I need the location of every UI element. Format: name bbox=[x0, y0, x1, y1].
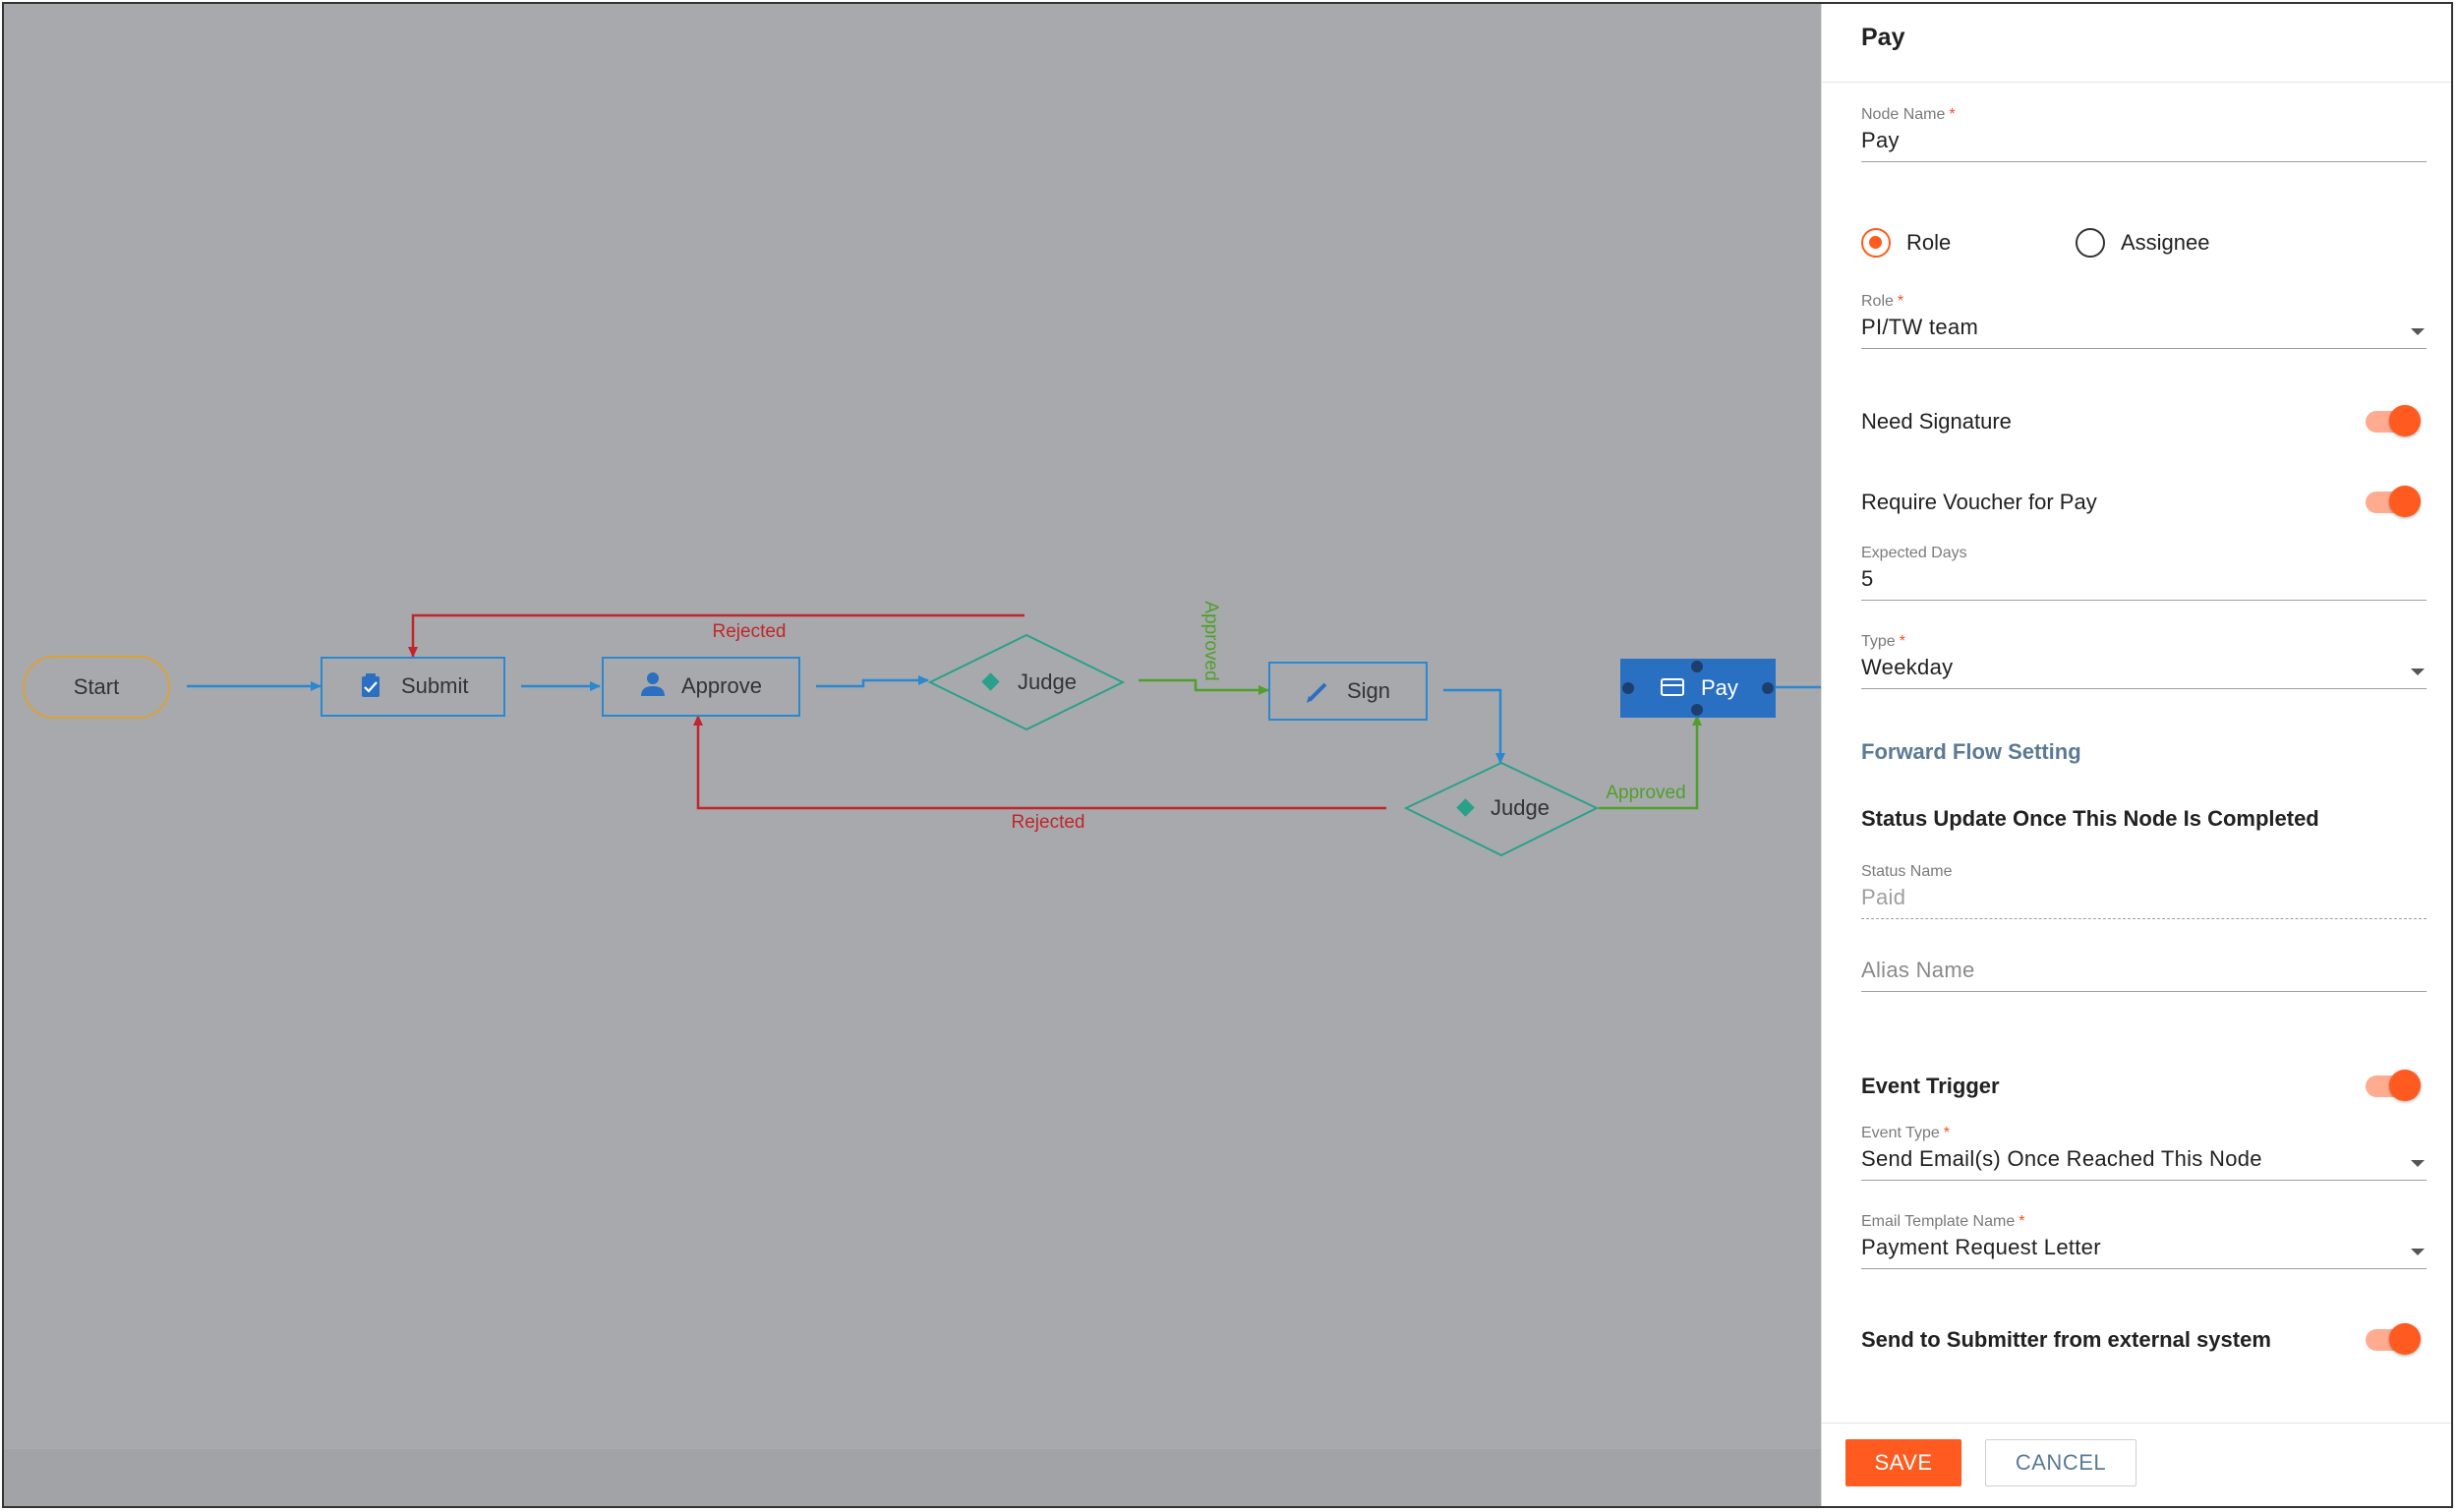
canvas-bottom-bar bbox=[4, 1449, 1821, 1506]
cancel-button[interactable]: CANCEL bbox=[1985, 1439, 2136, 1486]
send-to-submitter-label: Send to Submitter from external system bbox=[1861, 1327, 2271, 1352]
status-name-input: Paid bbox=[1861, 881, 2427, 919]
radio-role-indicator[interactable] bbox=[1861, 228, 1891, 258]
expected-days-input[interactable]: 5 bbox=[1861, 562, 2427, 601]
assign-mode-radio-group: Role Assignee bbox=[1861, 228, 2427, 267]
type-select[interactable]: Type* Weekday bbox=[1861, 633, 2427, 689]
event-type-value[interactable]: Send Email(s) Once Reached This Node bbox=[1861, 1142, 2427, 1181]
connection-handle-top[interactable] bbox=[1691, 661, 1703, 672]
email-template-value[interactable]: Payment Request Letter bbox=[1861, 1231, 2427, 1269]
connection-handle-bottom[interactable] bbox=[1691, 704, 1703, 716]
diamond-icon bbox=[981, 672, 1000, 691]
panel-title: Pay bbox=[1861, 24, 1905, 51]
connection-handle-right[interactable] bbox=[1762, 682, 1774, 694]
event-trigger-label: Event Trigger bbox=[1861, 1074, 2000, 1098]
edge-label-approved-pay: Approved bbox=[1606, 783, 1685, 803]
event-type-label: Event Type* bbox=[1861, 1125, 1950, 1141]
chevron-down-icon[interactable] bbox=[2411, 1249, 2425, 1255]
radio-assignee-indicator[interactable] bbox=[2076, 228, 2105, 258]
expected-days-label: Expected Days bbox=[1861, 545, 1967, 561]
send-to-submitter-toggle[interactable] bbox=[2366, 1323, 2421, 1355]
node-judge-2[interactable]: Judge bbox=[1403, 761, 1600, 857]
edge-label-approved-vertical: Approved bbox=[1200, 601, 1221, 680]
alias-name-input[interactable]: Alias Name bbox=[1861, 954, 2427, 992]
event-trigger-toggle[interactable] bbox=[2366, 1070, 2421, 1101]
edge-judge2-approve-rejected bbox=[693, 715, 1386, 810]
edge-judge2-pay-approved bbox=[1599, 715, 1702, 810]
node-settings-panel: Pay Node Name* Pay Role Assignee Role* P… bbox=[1821, 4, 2451, 1506]
node-approve-label: Approve bbox=[681, 673, 762, 698]
edge-judge-submit-rejected bbox=[408, 613, 1024, 658]
email-template-label: Email Template Name* bbox=[1861, 1213, 2025, 1230]
flow-edges bbox=[187, 613, 1821, 810]
status-name-field: Status Name Paid bbox=[1861, 863, 2427, 919]
require-voucher-label: Require Voucher for Pay bbox=[1861, 490, 2097, 514]
node-pay-label: Pay bbox=[1701, 675, 1738, 700]
chevron-down-icon[interactable] bbox=[2411, 1160, 2425, 1167]
status-name-label: Status Name bbox=[1861, 863, 1953, 880]
role-select[interactable]: Role* PI/TW team bbox=[1861, 293, 2427, 349]
edge-label-rejected-top: Rejected bbox=[713, 621, 787, 642]
node-name-input[interactable]: Pay bbox=[1861, 124, 2427, 162]
edge-sign-judge2 bbox=[1443, 688, 1505, 764]
credit-card-icon bbox=[1661, 678, 1684, 696]
node-name-field[interactable]: Node Name* Pay bbox=[1861, 106, 2427, 162]
node-sign-label: Sign bbox=[1347, 678, 1390, 703]
clipboard-check-icon bbox=[362, 673, 380, 697]
diamond-icon bbox=[1456, 798, 1475, 817]
type-label: Type* bbox=[1861, 633, 1905, 650]
role-value[interactable]: PI/TW team bbox=[1861, 311, 2427, 349]
role-label: Role* bbox=[1861, 293, 1904, 310]
node-approve[interactable]: Approve bbox=[602, 657, 800, 717]
node-pay[interactable]: Pay bbox=[1620, 659, 1776, 718]
require-voucher-row: Require Voucher for Pay bbox=[1861, 482, 2427, 521]
forward-flow-setting-link[interactable]: Forward Flow Setting bbox=[1861, 739, 2081, 764]
node-name-label: Node Name* bbox=[1861, 106, 1956, 123]
node-judge-2-label: Judge bbox=[1491, 795, 1550, 820]
require-voucher-toggle[interactable] bbox=[2366, 486, 2421, 517]
radio-role-label: Role bbox=[1906, 230, 1952, 255]
event-trigger-row: Event Trigger bbox=[1861, 1066, 2427, 1105]
type-value[interactable]: Weekday bbox=[1861, 651, 2427, 689]
radio-assignee-label: Assignee bbox=[2121, 230, 2210, 255]
save-button[interactable]: SAVE bbox=[1845, 1439, 1961, 1486]
person-icon bbox=[641, 672, 665, 696]
edge-judge-sign-approved bbox=[1139, 678, 1269, 695]
radio-role[interactable]: Role bbox=[1861, 228, 1951, 258]
event-type-select[interactable]: Event Type* Send Email(s) Once Reached T… bbox=[1861, 1125, 2427, 1181]
node-submit[interactable]: Submit bbox=[321, 657, 505, 717]
status-update-heading: Status Update Once This Node Is Complete… bbox=[1861, 806, 2319, 831]
radio-assignee[interactable]: Assignee bbox=[2076, 228, 2210, 258]
edge-label-rejected-bottom: Rejected bbox=[1012, 812, 1085, 833]
node-judge-1-label: Judge bbox=[1018, 669, 1077, 694]
need-signature-toggle[interactable] bbox=[2366, 405, 2421, 436]
node-start-label: Start bbox=[74, 674, 119, 699]
need-signature-label: Need Signature bbox=[1861, 409, 2012, 434]
chevron-down-icon[interactable] bbox=[2411, 328, 2425, 335]
pencil-icon bbox=[1307, 682, 1327, 703]
need-signature-row: Need Signature bbox=[1861, 401, 2427, 440]
panel-footer: SAVE CANCEL bbox=[1822, 1423, 2451, 1506]
email-template-select[interactable]: Email Template Name* Payment Request Let… bbox=[1861, 1213, 2427, 1269]
connection-handle-left[interactable] bbox=[1622, 682, 1634, 694]
node-start[interactable]: Start bbox=[23, 656, 170, 719]
edge-approve-judge bbox=[816, 675, 929, 688]
node-sign[interactable]: Sign bbox=[1268, 662, 1428, 721]
chevron-down-icon[interactable] bbox=[2411, 669, 2425, 675]
send-to-submitter-row: Send to Submitter from external system bbox=[1861, 1319, 2427, 1359]
alias-name-field[interactable]: Alias Name bbox=[1861, 954, 2427, 992]
node-judge-1[interactable]: Judge bbox=[927, 633, 1126, 731]
flow-diagram[interactable]: Rejected Approved Rejected Approved Star… bbox=[4, 4, 1821, 1508]
expected-days-field[interactable]: Expected Days 5 bbox=[1861, 545, 2427, 601]
node-submit-label: Submit bbox=[401, 673, 468, 698]
flow-canvas[interactable]: Rejected Approved Rejected Approved Star… bbox=[4, 4, 1821, 1508]
panel-header: Pay bbox=[1822, 4, 2451, 83]
